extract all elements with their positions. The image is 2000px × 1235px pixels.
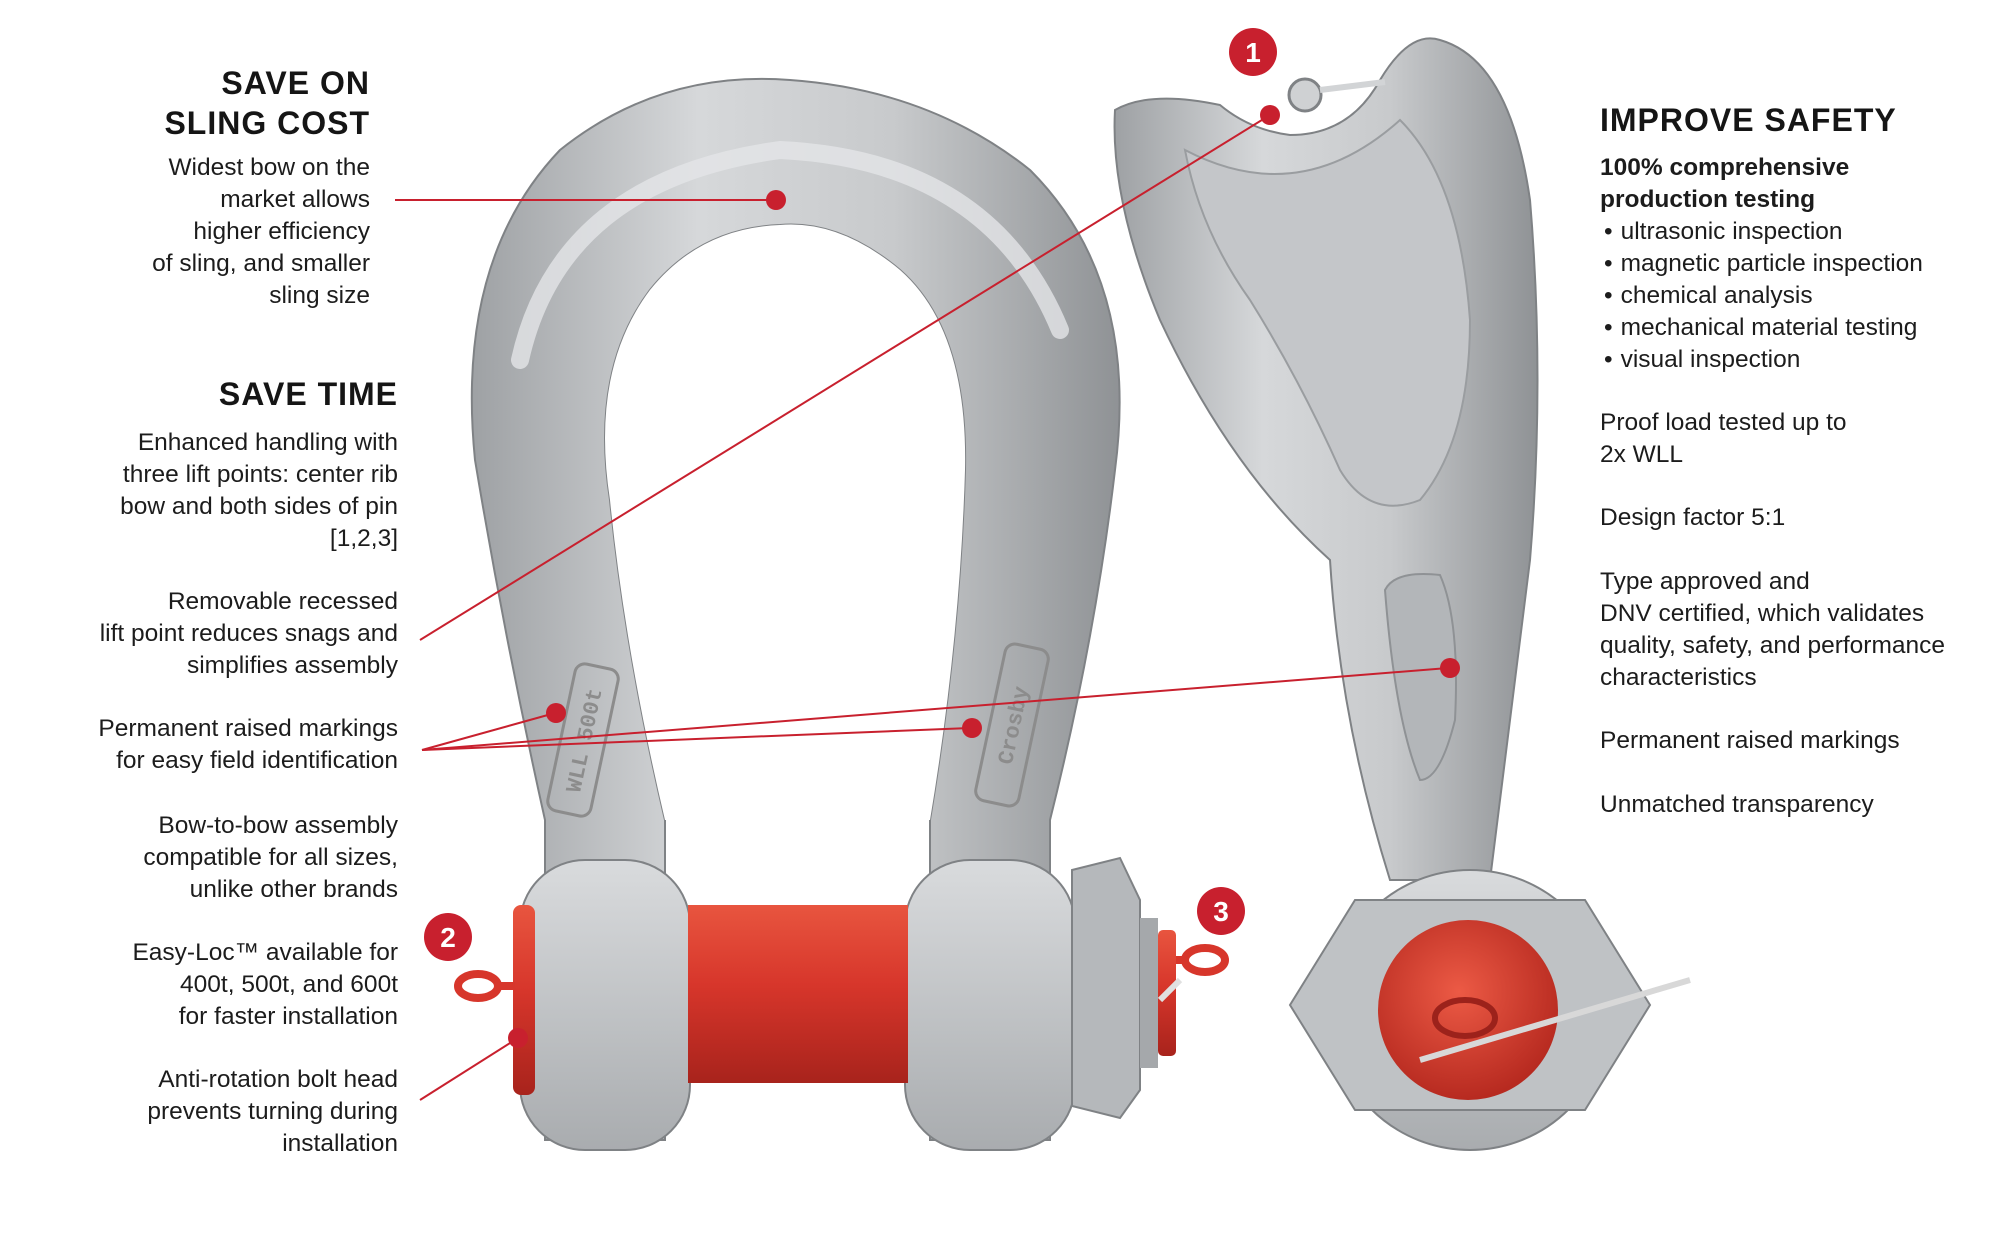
production-testing-title: 100% comprehensive production testing (1600, 154, 1850, 213)
badge-2: 2 (424, 913, 472, 961)
front-shackle: WLL 500t Crosby (454, 77, 1229, 1151)
list-item: mechanical material testing (1600, 312, 1923, 344)
list-item: ultrasonic inspection (1600, 216, 1923, 248)
testing-list: ultrasonic inspection magnetic particle … (1600, 216, 1923, 376)
right-lug (904, 859, 1076, 1151)
removable-lift-point-text: Removable recessed lift point reduces sn… (99, 588, 398, 679)
svg-text:2: 2 (440, 922, 456, 953)
design-factor-text: Design factor 5:1 (1600, 504, 1786, 531)
raised-markings-text: Permanent raised markings for easy field… (98, 715, 398, 774)
permanent-markings-text: Permanent raised markings (1600, 727, 1900, 754)
list-item: visual inspection (1600, 344, 1923, 376)
shackle-pin (688, 905, 908, 1083)
anti-rotation-text: Anti-rotation bolt head prevents turning… (147, 1066, 398, 1157)
save-time-heading: SAVE TIME (218, 376, 398, 412)
left-lug (519, 859, 691, 1151)
left-lifting-eye (454, 970, 502, 1002)
svg-text:3: 3 (1213, 896, 1229, 927)
callout-dots (508, 105, 1460, 1048)
right-lifting-eye (1181, 944, 1229, 976)
top-lift-point (1287, 77, 1323, 113)
dnv-certified-text: Type approved and DNV certified, which v… (1600, 568, 1945, 691)
pin-head-left (513, 905, 535, 1095)
bow-to-bow-text: Bow-to-bow assembly compatible for all s… (143, 812, 398, 903)
unmatched-transparency-text: Unmatched transparency (1600, 791, 1874, 818)
proof-load-text: Proof load tested up to 2x WLL (1600, 409, 1847, 468)
hex-nut (1071, 856, 1141, 1120)
badge-3: 3 (1197, 887, 1245, 935)
side-red-cap (1378, 920, 1558, 1100)
callout-lines (395, 114, 1449, 1101)
list-item: magnetic particle inspection (1600, 248, 1923, 280)
svg-text:1: 1 (1245, 37, 1261, 68)
list-item: chemical analysis (1600, 280, 1923, 312)
save-sling-body: Widest bow on the market allows higher e… (152, 154, 370, 309)
easy-loc-text: Easy-Loc™ available for 400t, 500t, and … (132, 939, 398, 1030)
badge-1: 1 (1229, 28, 1277, 76)
save-time-body: Enhanced handling with three lift points… (120, 429, 398, 552)
save-sling-heading: SAVE ON SLING COST (164, 65, 370, 141)
improve-safety-heading: IMPROVE SAFETY (1600, 102, 1897, 138)
